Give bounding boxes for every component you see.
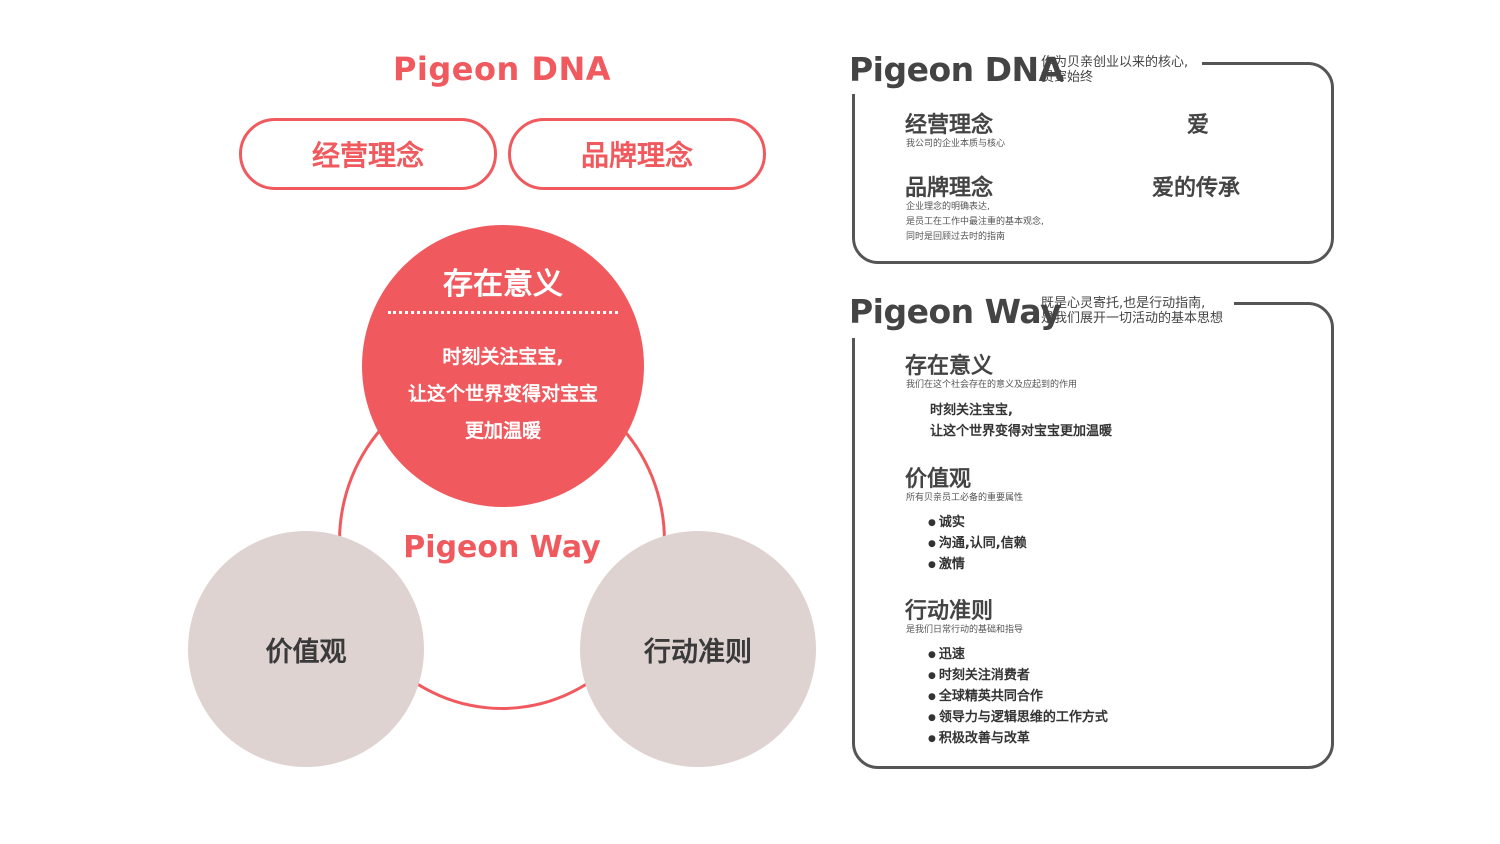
list-item: 领导力与逻辑思维的工作方式 [928,708,1108,729]
dna-management-label: 经营理念 [905,113,994,138]
way-values-label: 价值观 [905,467,972,492]
way-panel-title: Pigeon Way [849,292,1062,331]
list-item: 激情 [928,555,1027,576]
dna-brand-note-line-3: 同时是回顾过去时的指南 [906,232,1006,242]
dna-panel-desc: 作为贝亲创业以来的核心, 贯穿始终 [1041,55,1188,85]
dna-management-value: 爱 [1187,113,1210,138]
existence-circle: 存在意义 时刻关注宝宝, 让这个世界变得对宝宝 更加温暖 [362,225,644,507]
way-conduct-note: 是我们日常行动的基础和指导 [906,625,1024,635]
dotted-divider [388,311,618,314]
values-circle: 价值观 [188,531,424,767]
way-conduct-label: 行动准则 [905,599,994,624]
existence-line-2: 让这个世界变得对宝宝 [407,383,598,405]
dna-brand-note-line-1: 企业理念的明确表达, [906,202,990,212]
way-panel-desc: 既是心灵寄托,也是行动指南, 是我们展开一切活动的基本思想 [1041,296,1223,326]
dna-brand-note: 企业理念的明确表达, 是员工在工作中最注重的基本观念, 同时是回顾过去时的指南 [906,200,1044,245]
existence-line-3: 更加温暖 [464,420,541,442]
dna-brand-label: 品牌理念 [905,176,994,201]
conduct-circle: 行动准则 [580,531,816,767]
management-philosophy-pill: 经营理念 [239,118,497,190]
way-existence-label: 存在意义 [905,354,994,379]
dna-desc-line-1: 作为贝亲创业以来的核心, [1041,55,1189,70]
existence-circle-text: 时刻关注宝宝, 让这个世界变得对宝宝 更加温暖 [362,339,644,450]
conduct-circle-label: 行动准则 [644,636,752,668]
way-conduct-list: 迅速 时刻关注消费者 全球精英共同合作 领导力与逻辑思维的工作方式 积极改善与改… [928,645,1108,750]
brand-philosophy-pill: 品牌理念 [508,118,766,190]
dna-brand-note-line-2: 是员工在工作中最注重的基本观念, [906,217,1044,227]
list-item: 时刻关注消费者 [928,666,1108,687]
way-panel-header-mask [840,292,1234,338]
dna-panel-header-mask [840,52,1202,94]
list-item: 诚实 [928,513,1027,534]
way-existence-quote: 时刻关注宝宝, 让这个世界变得对宝宝更加温暖 [930,400,1112,442]
dna-panel-title: Pigeon DNA [849,50,1064,89]
diagram-way-title: Pigeon Way [403,530,601,565]
way-quote-line-1: 时刻关注宝宝, [930,403,1013,418]
way-values-list: 诚实 沟通,认同,信赖 激情 [928,513,1027,576]
existence-circle-title: 存在意义 [443,267,563,302]
way-quote-line-2: 让这个世界变得对宝宝更加温暖 [930,424,1113,439]
diagram-dna-title: Pigeon DNA [392,50,612,88]
dna-desc-line-2: 贯穿始终 [1041,70,1094,85]
way-existence-note: 我们在这个社会存在的意义及应起到的作用 [906,380,1078,390]
list-item: 沟通,认同,信赖 [928,534,1027,555]
way-desc-line-2: 是我们展开一切活动的基本思想 [1041,311,1224,326]
values-circle-label: 价值观 [265,636,347,668]
way-values-note: 所有贝亲员工必备的重要属性 [906,493,1024,503]
list-item: 迅速 [928,645,1108,666]
existence-line-1: 时刻关注宝宝, [442,346,564,368]
list-item: 全球精英共同合作 [928,687,1108,708]
dna-management-note: 我公司的企业本质与核心 [906,139,1006,149]
way-desc-line-1: 既是心灵寄托,也是行动指南, [1041,296,1206,311]
dna-brand-value: 爱的传承 [1152,176,1241,201]
list-item: 积极改善与改革 [928,729,1108,750]
